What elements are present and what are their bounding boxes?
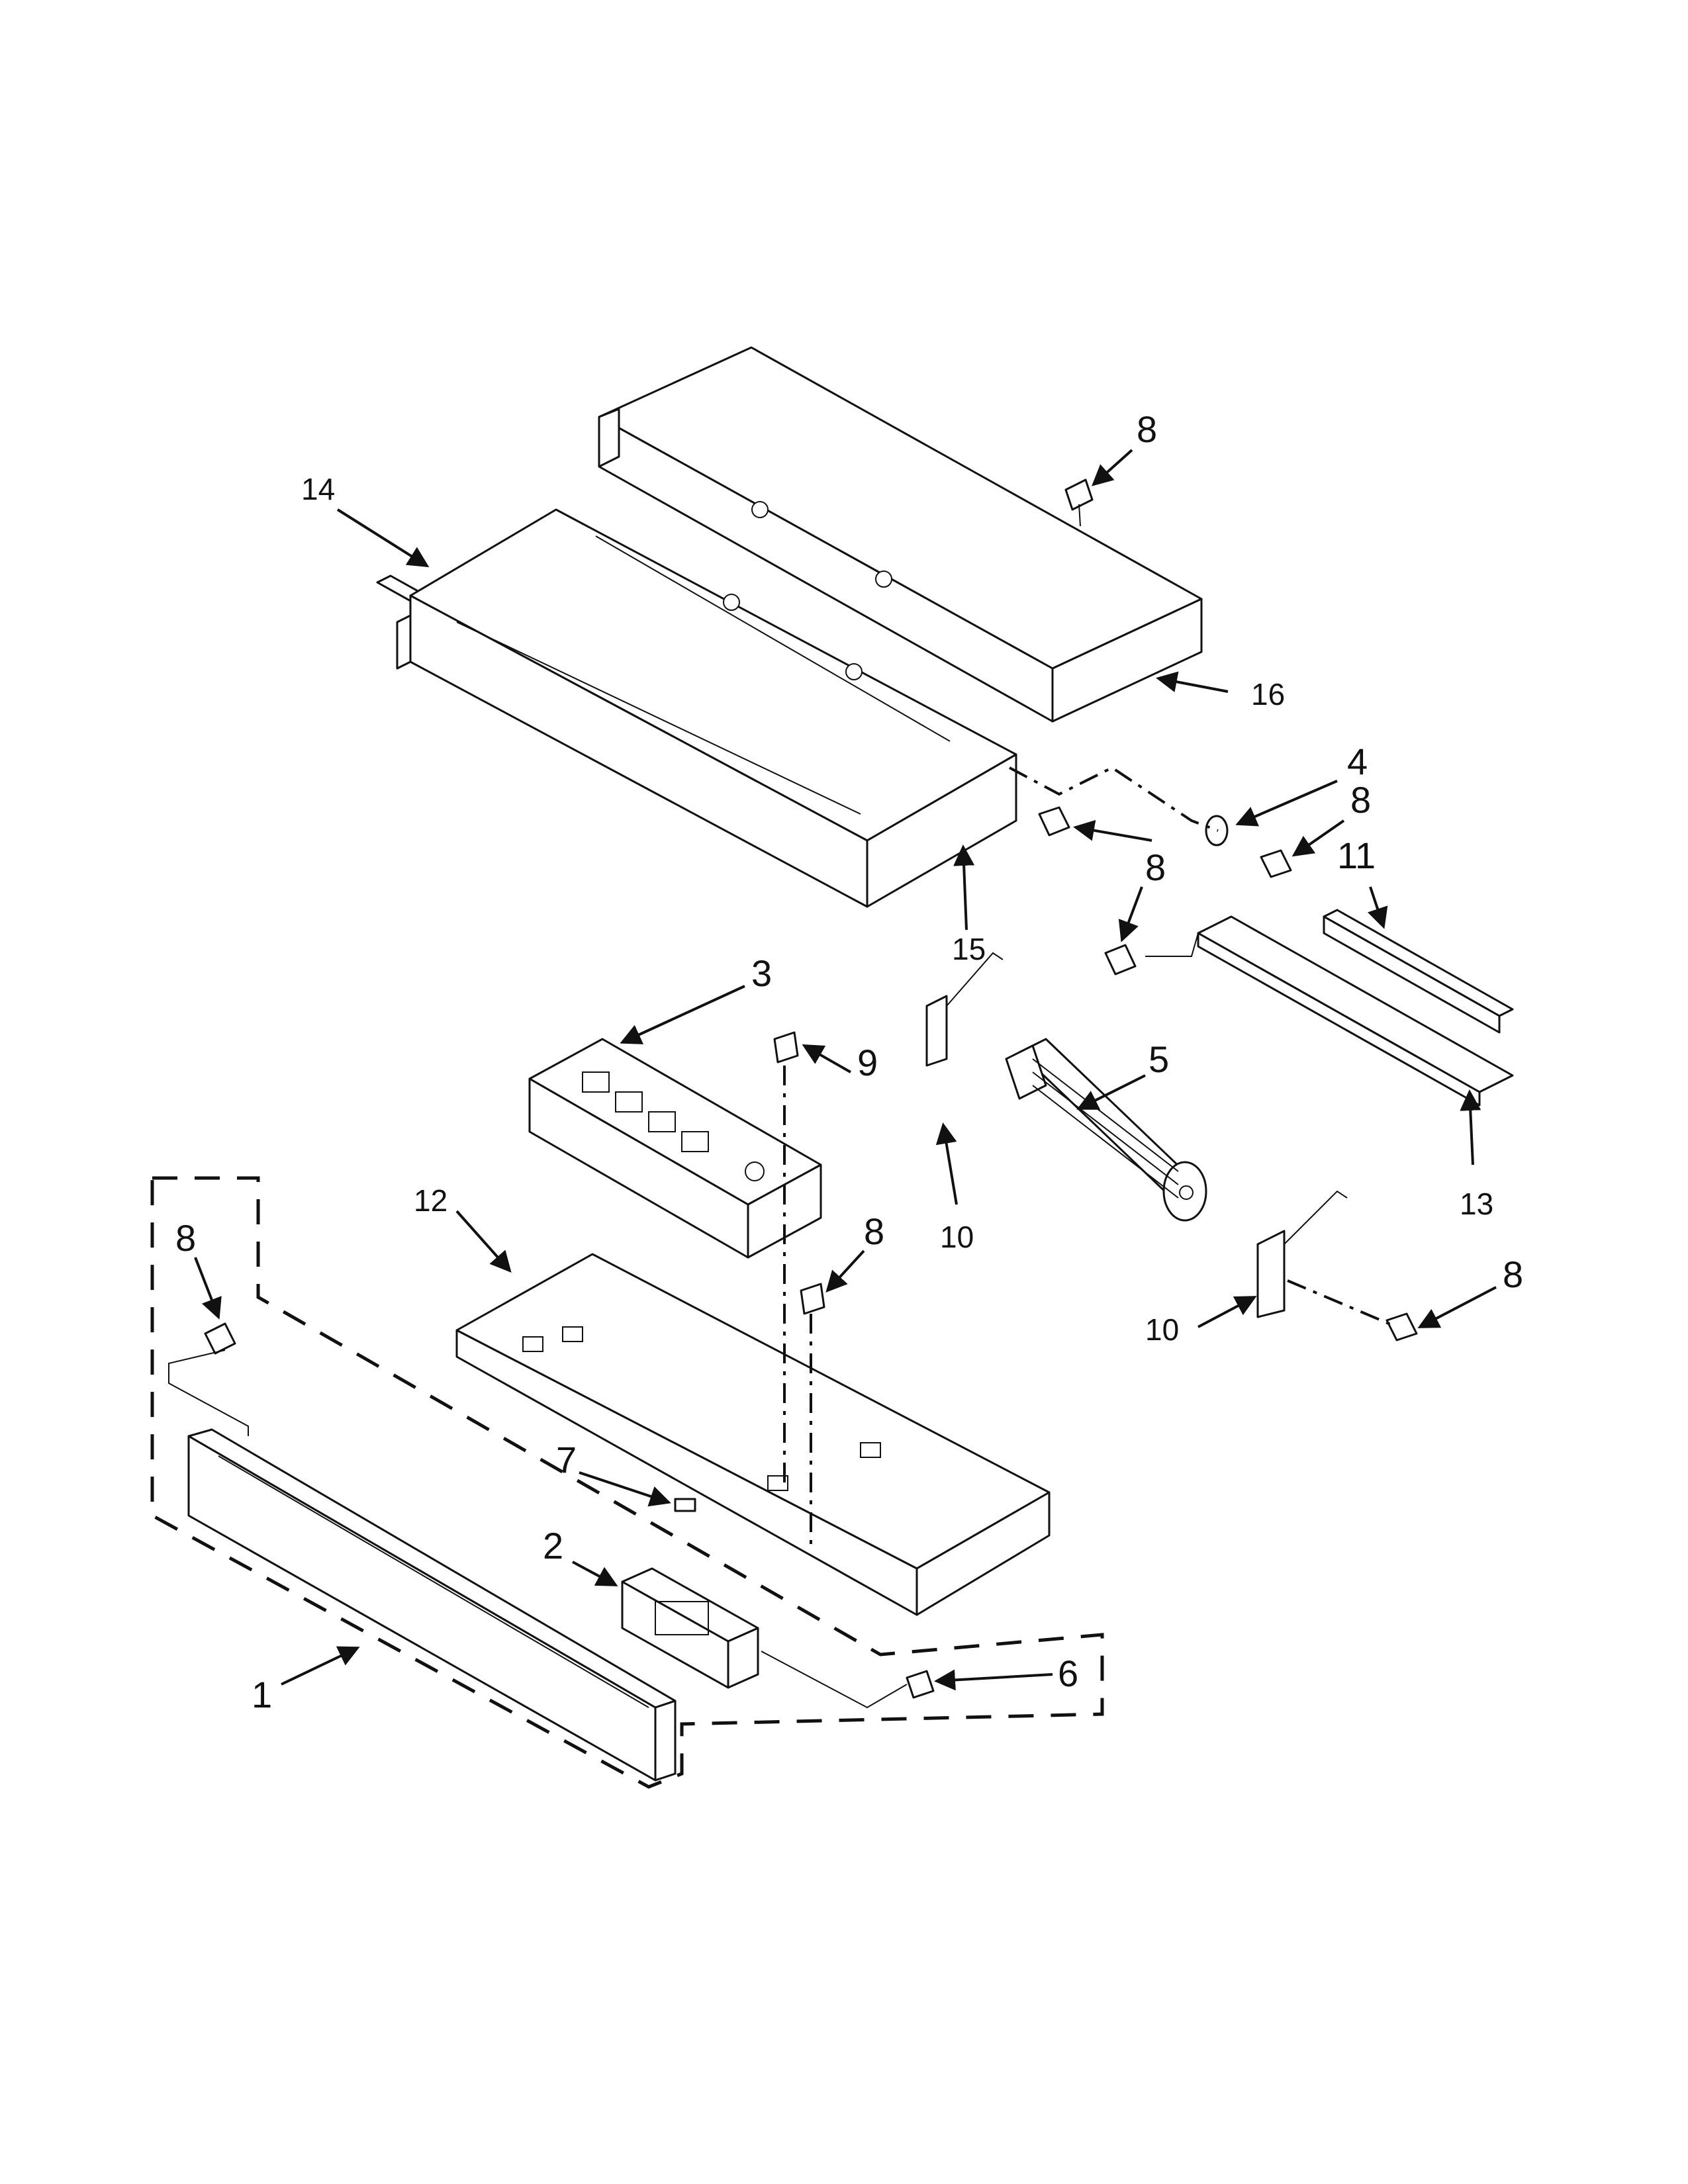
callout-8: 8 <box>175 1217 196 1259</box>
callout-labels: 8 14 16 4 8 11 8 15 3 9 5 13 10 8 12 8 1… <box>175 408 1523 1715</box>
callout-16: 16 <box>1251 677 1285 711</box>
part-10-bracket-upper <box>925 952 1004 1067</box>
screw-part-8-left <box>204 1322 236 1355</box>
callout-1: 1 <box>252 1674 272 1715</box>
part-11-insulation-strip <box>1323 909 1514 1034</box>
screw-part-8-top <box>1064 478 1094 527</box>
callout-10: 10 <box>1145 1312 1179 1347</box>
callout-7: 7 <box>556 1439 577 1480</box>
callout-5: 5 <box>1149 1038 1169 1080</box>
callout-10: 10 <box>940 1220 974 1254</box>
callout-8: 8 <box>1503 1253 1523 1295</box>
callout-8: 8 <box>1145 846 1166 888</box>
callout-8: 8 <box>1137 408 1157 450</box>
callout-9: 9 <box>857 1042 878 1083</box>
part-3-control-board <box>528 1038 822 1259</box>
callout-15: 15 <box>952 932 986 966</box>
callout-14: 14 <box>301 472 335 506</box>
callout-8: 8 <box>864 1210 884 1252</box>
leader-lines <box>194 449 1497 1691</box>
part-15-chassis-panel <box>396 508 1017 908</box>
part-16-rear-cover-panel <box>598 346 1203 723</box>
washer-part-4 <box>1205 815 1229 846</box>
callout-11: 11 <box>1337 835 1376 876</box>
part-13-mounting-bracket <box>1197 915 1514 1107</box>
screw-part-8-washer <box>1260 849 1292 878</box>
assembly-boundary-left <box>150 1176 1104 1789</box>
screw-part-9 <box>773 1031 799 1064</box>
part-5-cooling-fan <box>1005 1038 1207 1222</box>
screw-part-6 <box>906 1670 935 1699</box>
callout-4: 4 <box>1347 741 1368 782</box>
callout-6: 6 <box>1058 1653 1078 1694</box>
screw-part-8-lower-right <box>1385 1312 1418 1342</box>
callout-8: 8 <box>1350 779 1371 821</box>
callout-2: 2 <box>543 1525 563 1567</box>
callout-12: 12 <box>414 1183 447 1218</box>
screw-part-8-chassis <box>1038 806 1070 837</box>
part-7-connector <box>674 1498 696 1512</box>
part-1-control-panel <box>187 1428 677 1782</box>
part-10-bracket-lower <box>1256 1190 1348 1318</box>
alignment-lines <box>168 766 1397 1709</box>
callout-13: 13 <box>1460 1187 1493 1221</box>
part-2-ui-board <box>621 1567 759 1689</box>
screw-part-8-bracket <box>1104 944 1137 976</box>
part-12-lower-plate <box>455 1253 1051 1616</box>
screw-part-8-plate <box>800 1283 825 1315</box>
callout-3: 3 <box>751 952 772 994</box>
